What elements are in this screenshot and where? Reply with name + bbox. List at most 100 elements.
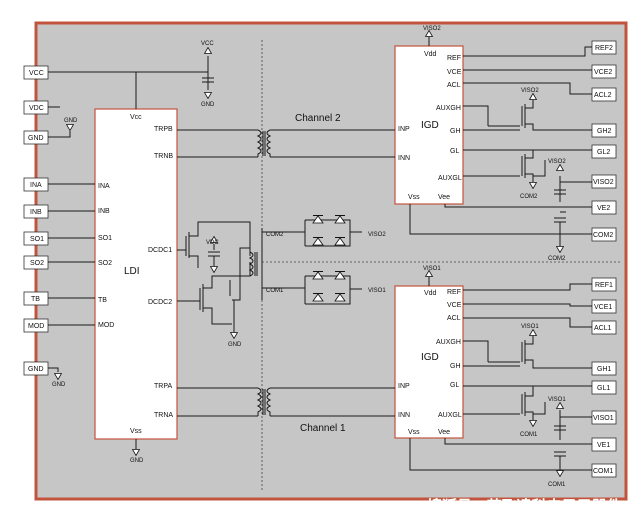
- igd2-auxgh-viso-label: VISO2: [521, 88, 539, 94]
- port-inb: INB: [30, 209, 42, 216]
- ldi-pin-trpb: TRPB: [154, 126, 173, 133]
- port-gnd-bottom: GND: [28, 366, 44, 373]
- igd2-label: IGD: [421, 120, 439, 131]
- port-vdc: VDC: [29, 105, 44, 112]
- ldi-vcc-pin: Vcc: [130, 114, 142, 121]
- igd1-pin-inp: INP: [398, 383, 410, 390]
- igd2-vdd-pin: Vdd: [424, 51, 437, 58]
- port-acl1: ACL1: [594, 325, 612, 332]
- port-viso2: VISO2: [593, 179, 614, 186]
- ldi-vss-pin: Vss: [130, 428, 142, 435]
- port-mod: MOD: [28, 323, 44, 330]
- igd2-pin-gh: GH: [450, 128, 461, 135]
- igd1-auxgh-viso-label: VISO1: [521, 324, 539, 330]
- ldi-pin-trnb: TRNB: [154, 153, 173, 160]
- port-ref2: REF2: [595, 45, 613, 52]
- ldi-pin-inb: INB: [98, 208, 110, 215]
- igd2-pin-auxgl: AUXGL: [438, 175, 462, 182]
- igd2-cap-viso-label: VISO2: [548, 159, 566, 165]
- igd1-auxgl-com-label: COM1: [520, 432, 538, 438]
- ldi-pin-tb: TB: [98, 297, 107, 304]
- igd2-pin-auxgh: AUXGH: [436, 105, 461, 112]
- ldi-block: LDI Vcc Vss INA INB SO1 SO2 TB MOD TRPB …: [94, 108, 178, 440]
- ldi-pin-so2: SO2: [98, 260, 112, 267]
- igd1-label: IGD: [421, 352, 439, 363]
- igd2-pin-vce: VCE: [447, 69, 462, 76]
- ldi-pin-ina: INA: [98, 183, 110, 190]
- port-acl2: ACL2: [594, 92, 612, 99]
- igd1-cap-com-label: COM1: [548, 482, 566, 488]
- igd2-pin-gl: GL: [450, 148, 459, 155]
- left-ports: VCC VDC GND INA INB SO1 SO2 TB MOD GND: [23, 65, 49, 376]
- vcc-net-label: VCC: [201, 41, 214, 47]
- channel-2-output-wiring: [409, 36, 592, 246]
- ldi-pin-so1: SO1: [98, 235, 112, 242]
- dcdc-gnd-label: GND: [228, 342, 242, 348]
- channel-1-label: Channel 1: [300, 423, 346, 434]
- igd2-vee-pin: Vee: [438, 194, 450, 201]
- port-ve1: VE1: [597, 442, 610, 449]
- ldi-label: LDI: [124, 266, 140, 277]
- igd1-block: IGD Vdd Vss Vee INP INN REF VCE ACL AUXG…: [394, 285, 464, 439]
- port-gh2: GH2: [597, 128, 612, 135]
- igd1-pin-auxgl: AUXGL: [438, 412, 462, 419]
- rect1-viso-label: VISO1: [368, 288, 386, 294]
- port-com2: COM2: [593, 232, 613, 239]
- port-vce1: VCE1: [594, 304, 612, 311]
- igd1-pin-ref: REF: [447, 289, 461, 296]
- igd2-pin-inn: INN: [398, 155, 410, 162]
- left-wiring: [48, 56, 214, 449]
- left-gnd-label: GND: [64, 118, 78, 124]
- ldi-pin-trna: TRNA: [154, 412, 173, 419]
- port-com1: COM1: [593, 468, 613, 475]
- left-gnd2-label: GND: [52, 382, 66, 388]
- igd1-cap-viso-label: VISO1: [548, 397, 566, 403]
- port-ref1: REF1: [595, 282, 613, 289]
- rect1-com-label: COM1: [266, 288, 284, 294]
- igd2-cap-com-label: COM2: [548, 256, 566, 262]
- port-ve2: VE2: [597, 205, 610, 212]
- port-gl1: GL1: [597, 385, 610, 392]
- ldi-pin-mod: MOD: [98, 322, 114, 329]
- port-gnd: GND: [28, 135, 44, 142]
- igd1-vee-pin: Vee: [438, 429, 450, 436]
- igd2-pin-inp: INP: [398, 126, 410, 133]
- channel-1-output-wiring: [409, 276, 592, 471]
- ldi-pin-dcdc2: DCDC2: [148, 299, 172, 306]
- ldi-gnd-label: GND: [130, 458, 144, 464]
- port-so1: SO1: [30, 236, 44, 243]
- vcc-gnd-label: GND: [201, 102, 215, 108]
- watermark: 搜狐号@英飞凌科电子元器件: [427, 497, 622, 515]
- port-vce2: VCE2: [594, 69, 612, 76]
- igd1-pin-acl: ACL: [447, 315, 461, 322]
- igd2-pin-acl: ACL: [447, 82, 461, 89]
- dcdc-section: [177, 219, 362, 334]
- igd1-pin-auxgh: AUXGH: [436, 339, 461, 346]
- igd1-pin-vce: VCE: [447, 302, 462, 309]
- igd2-viso-label: VISO2: [423, 26, 441, 32]
- igd1-pin-gl: GL: [450, 382, 459, 389]
- igd1-pin-gh: GH: [450, 363, 461, 370]
- right-ports: REF2 VCE2 ACL2 GH2 GL2 VISO2 VE2 COM2 RE…: [591, 40, 617, 478]
- igd2-auxgl-com-label: COM2: [520, 194, 538, 200]
- rect2-viso-label: VISO2: [368, 232, 386, 238]
- port-ina: INA: [30, 182, 42, 189]
- ldi-pin-dcdc1: DCDC1: [148, 247, 172, 254]
- rect2-com-label: COM2: [266, 232, 284, 238]
- igd2-pin-ref: REF: [447, 55, 461, 62]
- igd1-viso-label: VISO1: [423, 266, 441, 272]
- igd2-block: IGD Vdd Vss Vee INP INN REF VCE ACL AUXG…: [394, 45, 464, 205]
- channel-2-label: Channel 2: [295, 113, 341, 124]
- igd1-vss-pin: Vss: [408, 429, 420, 436]
- port-gh1: GH1: [597, 366, 612, 373]
- port-viso1: VISO1: [593, 415, 614, 422]
- igd1-vdd-pin: Vdd: [424, 290, 437, 297]
- igd2-vss-pin: Vss: [408, 194, 420, 201]
- vdc-net-label: VDC: [206, 240, 219, 246]
- ldi-pin-trpa: TRPA: [154, 383, 172, 390]
- port-tb: TB: [31, 296, 40, 303]
- port-gl2: GL2: [597, 149, 610, 156]
- igd1-pin-inn: INN: [398, 412, 410, 419]
- port-vcc: VCC: [29, 70, 44, 77]
